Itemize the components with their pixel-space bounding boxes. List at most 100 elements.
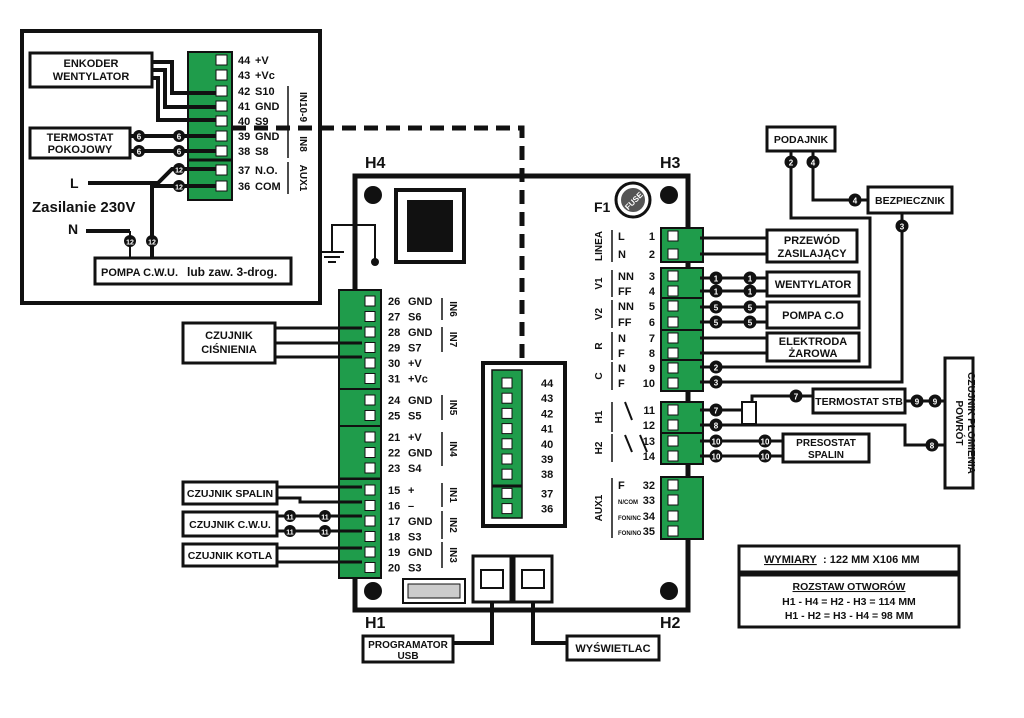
dashed-link <box>232 125 525 358</box>
terminal-name: + <box>408 485 414 497</box>
svg-text:11: 11 <box>286 515 294 522</box>
terminal-name: N <box>618 333 626 345</box>
center-terminal-number: 41 <box>541 424 553 436</box>
terminal-block <box>660 401 704 434</box>
svg-text:5: 5 <box>714 319 719 328</box>
terminal-number: 27 <box>388 312 400 324</box>
wentylator-box <box>765 270 861 298</box>
svg-text:12: 12 <box>175 185 183 192</box>
terminal-block <box>660 329 704 362</box>
terminal-number: 9 <box>649 363 655 375</box>
group-in2-label: IN2 <box>447 517 458 533</box>
terminal-number: 43 <box>238 70 250 82</box>
group-c-label: C <box>594 372 605 379</box>
svg-text:3: 3 <box>900 223 905 232</box>
svg-text:1: 1 <box>714 288 719 297</box>
terminal-number: 2 <box>649 249 655 261</box>
bezpiecznik-box <box>866 185 954 215</box>
terminal-number: 23 <box>388 463 400 475</box>
right-devices: PODAJNIK BEZPIECZNIK PRZEWÓD ZASILAJĄCY … <box>361 125 976 664</box>
pompa-co-box <box>765 300 861 330</box>
svg-text:9: 9 <box>915 398 920 407</box>
terminal-number: 13 <box>643 436 655 448</box>
terminal-slot <box>215 100 228 112</box>
terminal-number: 25 <box>388 411 400 423</box>
terminal-name: +Vc <box>408 374 428 386</box>
terminal-slot <box>215 130 228 142</box>
dim-line-1: H1 - H4 = H2 - H3 = 114 MM <box>782 596 916 608</box>
group-h2-label: H2 <box>594 441 605 454</box>
terminal-block <box>660 227 704 263</box>
svg-text:6: 6 <box>137 133 142 142</box>
terminal-name: +V <box>408 358 422 370</box>
terminal-number: 6 <box>649 317 655 329</box>
terminal-name: N <box>618 363 626 375</box>
svg-text:12: 12 <box>175 168 183 175</box>
terminal-name: N.O. <box>255 165 278 177</box>
przewod-label-1: PRZEWÓD <box>784 234 840 247</box>
presostat-label-1: PRESOSTAT <box>796 438 856 449</box>
svg-text:10: 10 <box>761 453 770 462</box>
center-terminal-number: 44 <box>541 378 554 390</box>
center-terminal-number: 43 <box>541 393 553 405</box>
corner-h3: H3 <box>660 155 681 172</box>
group-in8-label: IN8 <box>297 136 308 152</box>
terminal-number: 11 <box>643 405 655 417</box>
svg-text:4: 4 <box>811 159 816 168</box>
powrot-label-1: POWRÓT <box>953 401 966 446</box>
terminal-number: 29 <box>388 343 400 355</box>
spalin-label: CZUJNIK SPALIN <box>187 488 273 500</box>
left-devices: CZUJNIK CIŚNIENIA CZUJNIK SPALIN CZUJNIK… <box>181 321 362 568</box>
center-terminal-number: 40 <box>541 439 553 451</box>
svg-text:2: 2 <box>789 159 794 168</box>
terminal-number: 18 <box>388 532 400 544</box>
aux-terminal-name: N/COM <box>618 500 638 506</box>
terminal-slot <box>215 164 228 176</box>
termostat-stb-label: TERMOSTAT STB <box>815 396 903 408</box>
terminal-name: +Vc <box>255 70 275 82</box>
svg-text:7: 7 <box>714 407 719 416</box>
corner-h4: H4 <box>365 155 386 172</box>
powrot-box <box>943 356 975 490</box>
terminal-number: 40 <box>238 116 250 128</box>
programator-label-2: USB <box>397 651 418 662</box>
terminal-name: F <box>618 348 625 360</box>
terminal-number: 16 <box>388 501 400 513</box>
terminal-name: S6 <box>408 312 421 324</box>
kotla-label: CZUJNIK KOTLA <box>188 550 273 562</box>
enkoder-label-1: ENKODER <box>63 58 118 70</box>
inset-terminal-strip <box>187 51 233 201</box>
pompa-cwu-label: POMPA C.W.U. <box>101 267 178 279</box>
terminal-slot <box>215 54 228 66</box>
mount-hole-h4 <box>364 186 382 204</box>
terminal-name: COM <box>255 181 281 193</box>
aux-terminal-name: F <box>618 480 625 492</box>
aux-terminal-number: 34 <box>643 511 656 523</box>
przewod-label-2: ZASILAJĄCY <box>777 248 847 260</box>
terminal-number: 31 <box>388 374 400 386</box>
cisnienia-label-1: CZUJNIK <box>205 330 253 342</box>
group-in5-label: IN5 <box>447 400 458 416</box>
aux-terminal-number: 32 <box>643 480 655 492</box>
mount-hole-h1 <box>364 582 382 600</box>
svg-text:8: 8 <box>930 442 935 451</box>
center-terminal-number: 42 <box>541 408 553 420</box>
terminal-name: S10 <box>255 86 275 98</box>
wyswietlacz-box <box>565 634 661 662</box>
group-in3-label: IN3 <box>447 547 458 563</box>
terminal-number: 4 <box>649 286 656 298</box>
svg-text:11: 11 <box>321 530 329 537</box>
powrot-label-2: CZUJNIK PŁOMIENIA <box>965 372 976 474</box>
pompa-co-label: POMPA C.O <box>782 310 844 322</box>
terminal-name: S4 <box>408 463 422 475</box>
dim-value: : 122 MM X106 MM <box>823 554 920 566</box>
corner-h1: H1 <box>365 615 386 632</box>
svg-text:12: 12 <box>148 240 156 247</box>
cwu-label: CZUJNIK C.W.U. <box>189 519 271 531</box>
terminal-number: 26 <box>388 296 400 308</box>
presostat-label-2: SPALIN <box>808 450 844 461</box>
terminal-name: GND <box>408 448 433 460</box>
